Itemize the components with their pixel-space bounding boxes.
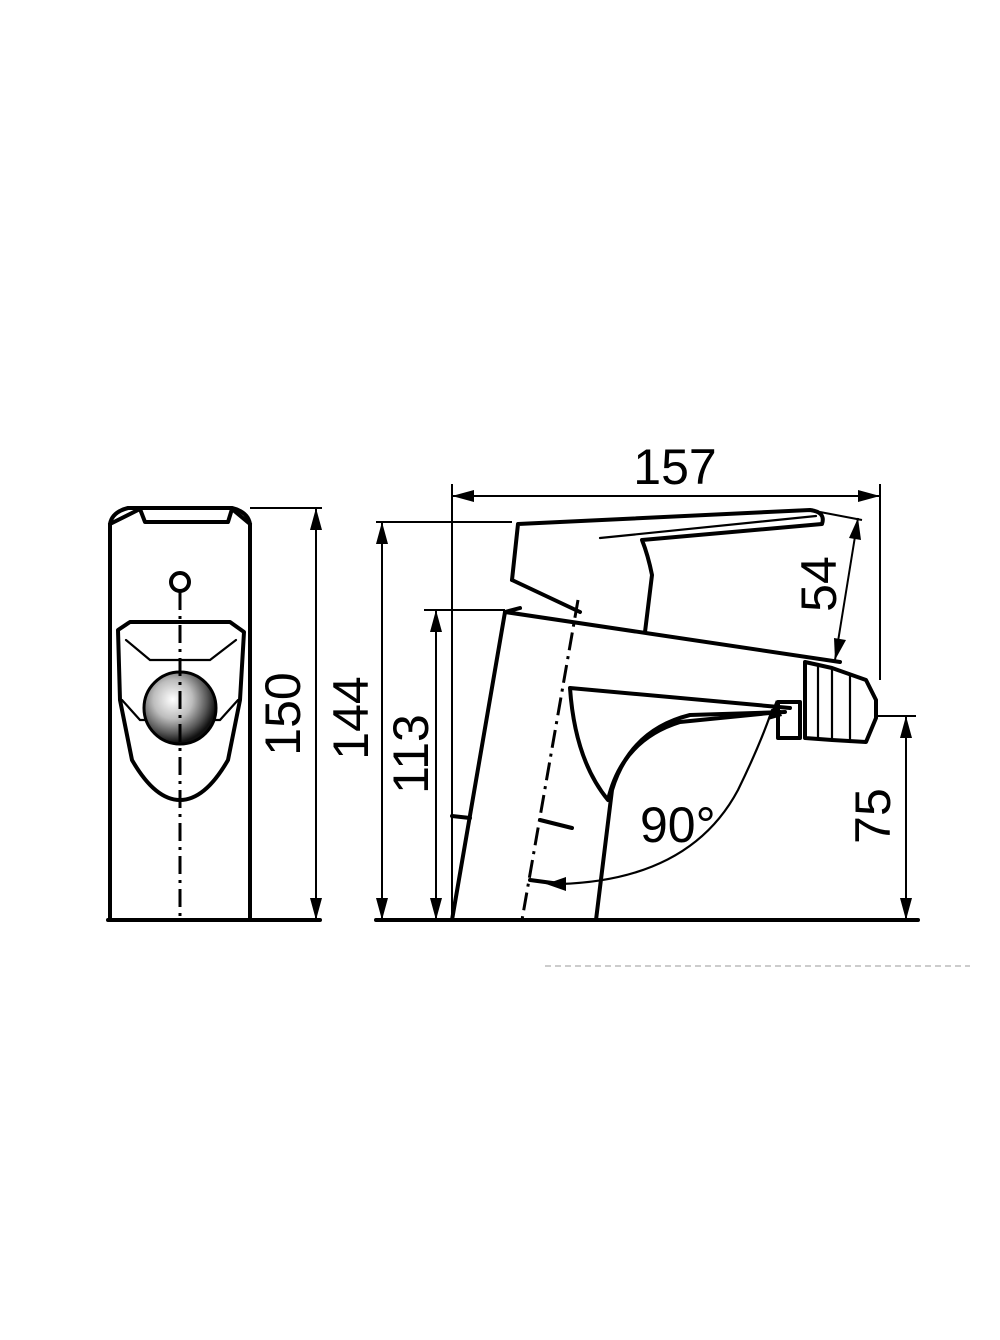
dimension-54: 54: [791, 511, 863, 661]
front-view: [106, 506, 322, 922]
front-center-marker: [169, 571, 191, 593]
side-centerline: [520, 599, 580, 921]
dimension-157: 157: [451, 439, 881, 920]
dim-label-113: 113: [383, 714, 439, 794]
front-lever-top: [108, 507, 252, 526]
side-lever-inner: [598, 514, 818, 540]
dim-label-90: 90°: [640, 797, 716, 853]
dim-label-75: 75: [845, 788, 901, 844]
dim-label-54: 54: [791, 556, 847, 612]
side-body-front-edge: [450, 610, 842, 922]
dim-label-144: 144: [323, 676, 379, 759]
side-body-top: [503, 606, 522, 614]
side-spout-inner: [568, 686, 792, 802]
side-mark-1: [450, 814, 472, 820]
dimension-144: 144: [323, 521, 512, 920]
angle-arc-90: [558, 708, 774, 886]
dimension-150: 150: [250, 507, 322, 920]
side-aerator-block: [776, 700, 802, 740]
dim-label-150: 150: [255, 672, 311, 755]
side-nozzle: [803, 660, 878, 744]
dimension-113: 113: [383, 609, 505, 920]
side-mark-2: [538, 818, 574, 830]
front-inner-body: [116, 620, 246, 802]
side-lever: [510, 508, 825, 634]
side-lever-underside: [510, 578, 582, 614]
dim-label-157: 157: [633, 439, 716, 495]
dimension-75: 75: [845, 715, 916, 920]
side-view: 90°: [374, 508, 920, 922]
